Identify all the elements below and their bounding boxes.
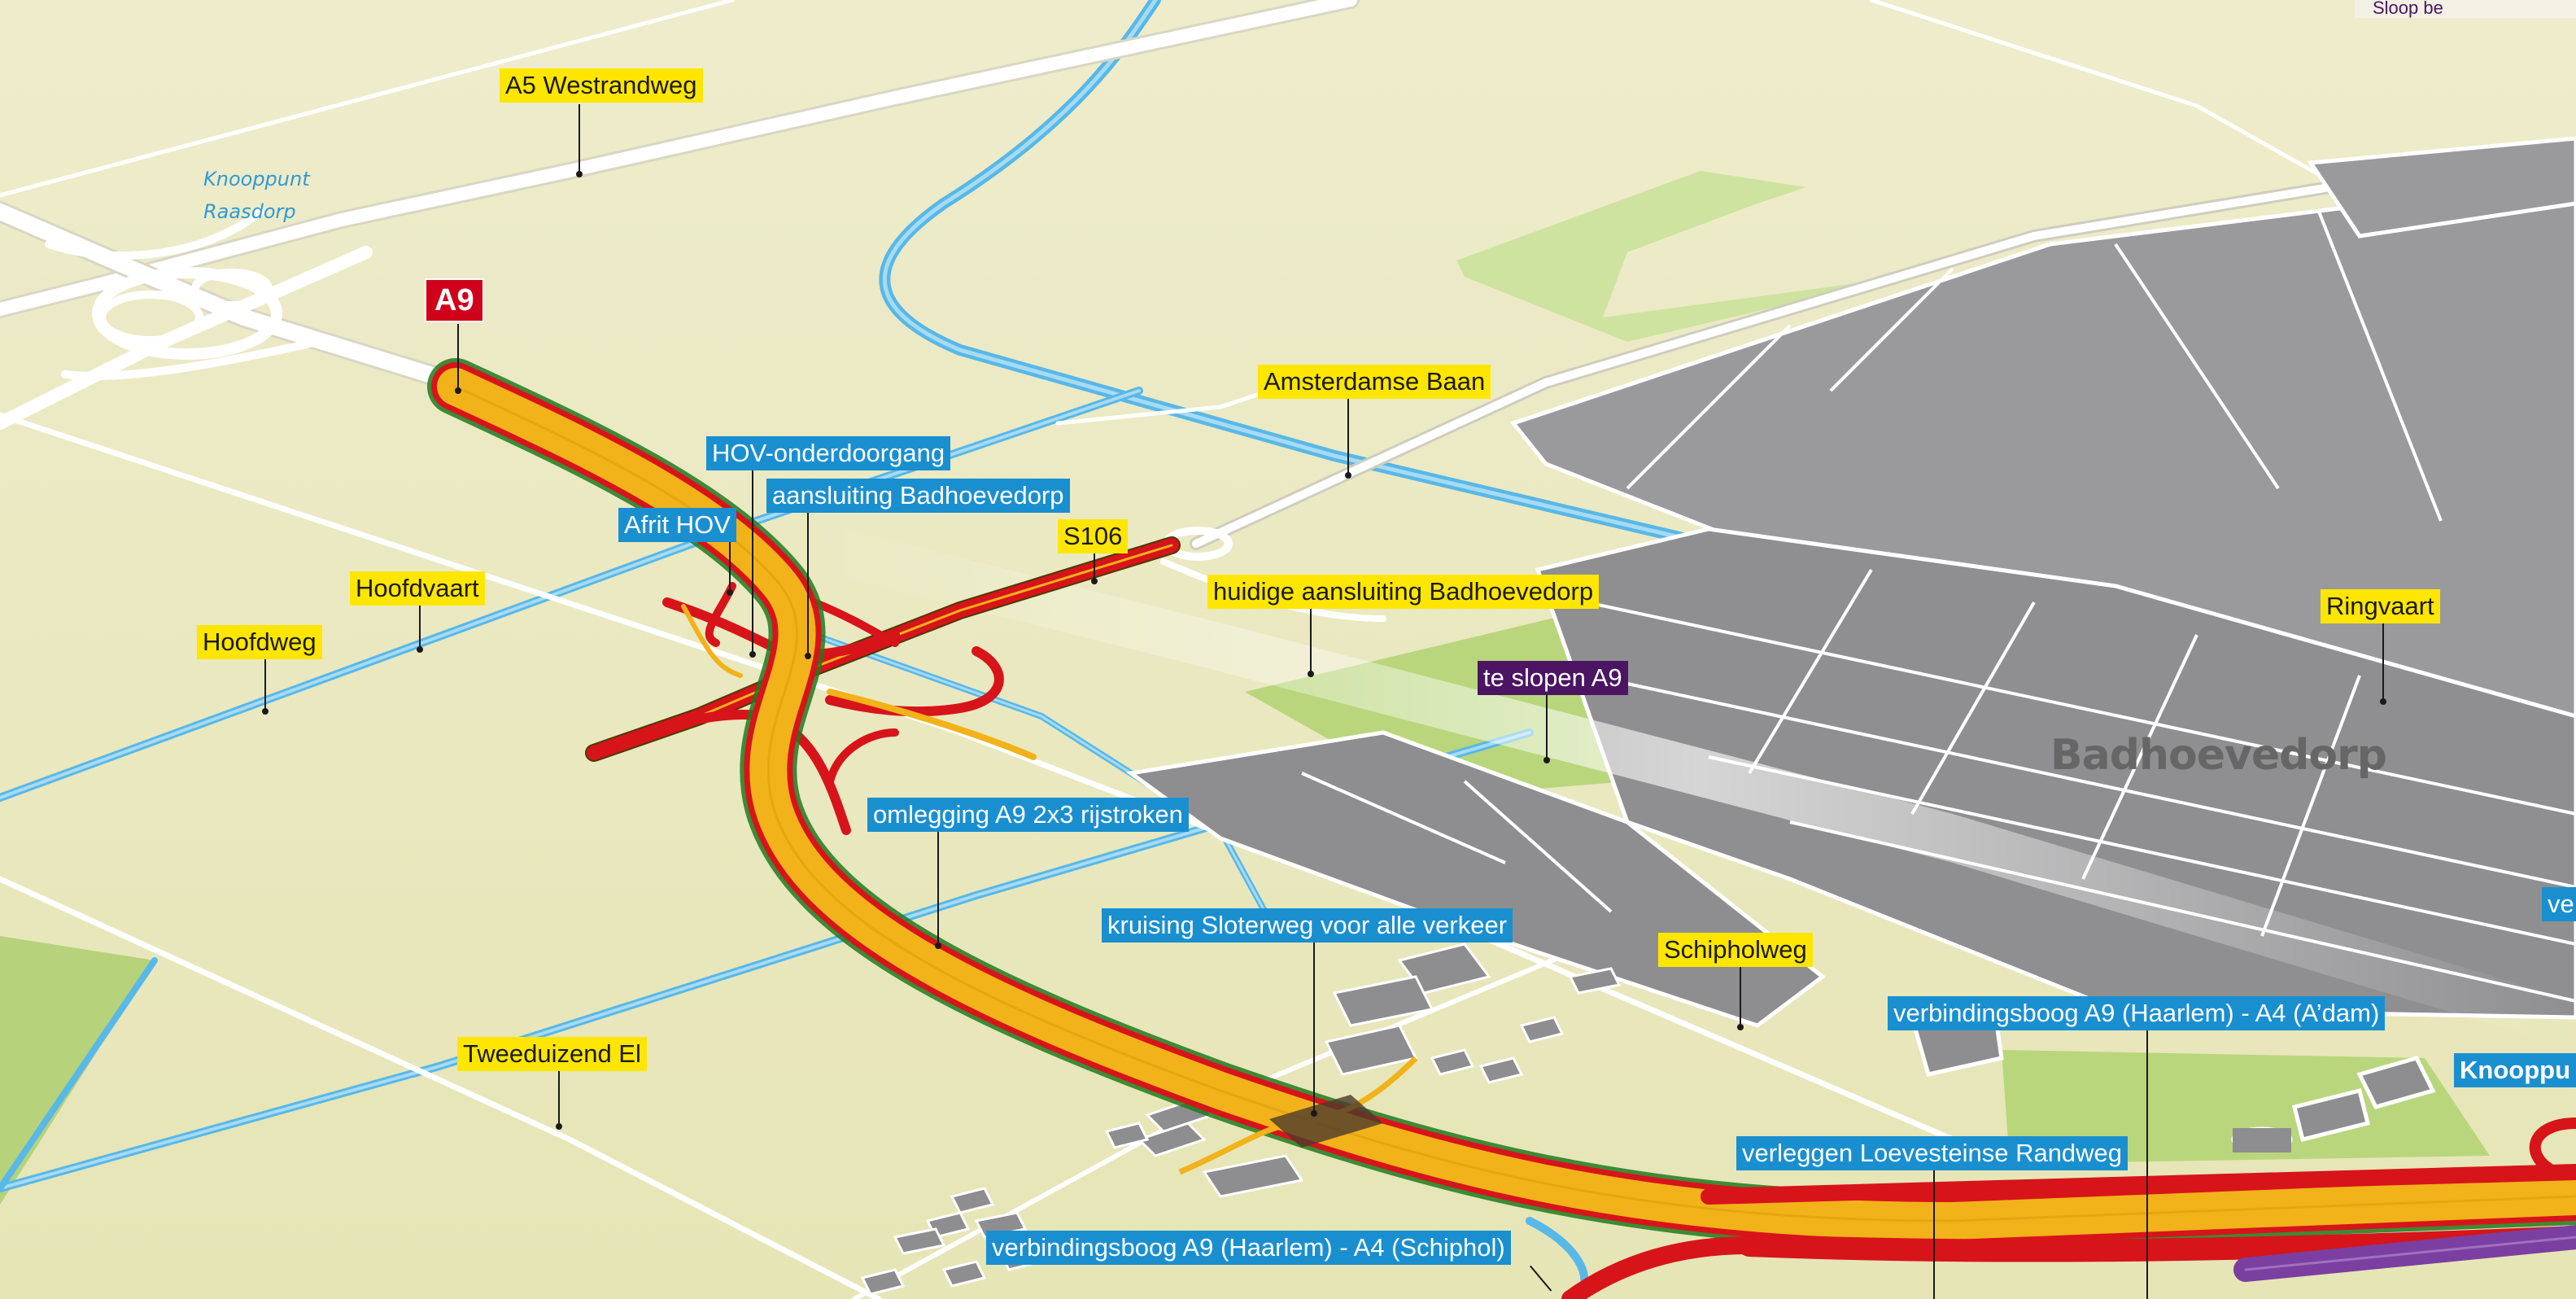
label-tweeduizend-el: Tweeduizend El [457, 1037, 647, 1071]
label-schipholweg: Schipholweg [1658, 933, 1813, 967]
label-hov-onderdoorgang: HOV-onderdoorgang [706, 436, 951, 470]
dot-schipholweg [1737, 1024, 1744, 1030]
dot-hoofdvaart [417, 646, 423, 653]
dot-te-slopen-a9 [1543, 757, 1550, 763]
dot-a9 [455, 387, 461, 394]
label-ve-partial: ve [2542, 887, 2576, 921]
label-te-slopen-a9: te slopen A9 [1478, 661, 1628, 695]
leader-hoofdweg [264, 659, 266, 710]
leader-verleggen-loevesteinse [1933, 1170, 1935, 1299]
leader-hoofdvaart [419, 606, 421, 648]
storage-tank-body [2233, 1128, 2291, 1152]
place-badhoevedorp: Badhoevedorp [2050, 731, 2387, 780]
green-field-top [1456, 171, 1904, 342]
dot-a5-westrandweg [576, 171, 583, 177]
old-a9-corridor-glow [814, 521, 2576, 1050]
label-a5-westrandweg: A5 Westrandweg [500, 68, 703, 103]
label-verbindingsboog-schiphol: verbindingsboog A9 (Haarlem) - A4 (Schip… [986, 1231, 1511, 1265]
dot-amsterdamse-baan [1345, 472, 1351, 479]
label-huidige-aansluiting: huidige aansluiting Badhoevedorp [1207, 575, 1600, 609]
leader-verbindingsboog-adam [2146, 1030, 2148, 1299]
dot-kruising-sloterweg [1311, 1110, 1317, 1117]
corner-partial-label: Sloop be [2355, 0, 2576, 18]
leader-hov-onderdoorgang [752, 470, 753, 654]
knooppunt-ramp-right [2529, 1117, 2576, 1178]
a5-westrandweg-road [0, 0, 1360, 430]
dot-afrit-hov [727, 589, 733, 596]
dot-hov-onderdoorgang [749, 651, 756, 658]
leader-amsterdamse-baan [1347, 399, 1349, 475]
small-buildings [860, 943, 1622, 1296]
label-ringvaart: Ringvaart [2321, 589, 2440, 623]
label-hoofdweg: Hoofdweg [197, 625, 322, 659]
dot-aansluiting-badhoevedorp [805, 653, 811, 659]
leader-kruising-sloterweg [1313, 943, 1315, 1113]
label-aansluiting-badhoevedorp: aansluiting Badhoevedorp [766, 479, 1070, 513]
sloterweg-crossing [1178, 1056, 1418, 1175]
leader-ringvaart [2382, 623, 2384, 702]
label-a9-shield: A9 [425, 278, 484, 322]
built-area-badhoevedorp [1125, 136, 2576, 1143]
dot-ringvaart [2380, 698, 2386, 705]
dot-huidige-aansluiting [1308, 671, 1314, 677]
label-s106: S106 [1058, 519, 1129, 553]
label-knooppunt-partial: Knooppu [2454, 1053, 2576, 1087]
knooppunt-raasdorp-line1: Knooppunt [203, 168, 310, 190]
leader-tweeduizend-el [558, 1071, 560, 1126]
label-amsterdamse-baan: Amsterdamse Baan [1258, 365, 1491, 399]
knooppunt-raasdorp-label: Knooppunt Raasdorp [203, 163, 310, 228]
leader-a5-westrandweg [579, 104, 580, 173]
label-omlegging: omlegging A9 2x3 rijstroken [867, 798, 1189, 832]
dot-tweeduizend-el [556, 1123, 562, 1130]
dot-s106 [1091, 578, 1098, 584]
leader-s106 [1094, 553, 1095, 581]
label-hoofdvaart: Hoofdvaart [350, 571, 485, 606]
leader-omlegging [937, 832, 939, 946]
knooppunt-raasdorp-line2: Raasdorp [203, 200, 296, 223]
label-afrit-hov: Afrit HOV [618, 508, 736, 542]
leader-te-slopen-a9 [1546, 695, 1548, 760]
leader-huidige-aansluiting [1310, 609, 1312, 674]
leader-a9 [457, 324, 459, 389]
label-verbindingsboog-adam: verbindingsboog A9 (Haarlem) - A4 (A’dam… [1888, 996, 2386, 1030]
dot-omlegging [935, 943, 941, 949]
leader-aansluiting-badhoevedorp [807, 513, 809, 656]
label-kruising-sloterweg: kruising Sloterweg voor alle verkeer [1102, 908, 1513, 943]
dot-hoofdweg [262, 708, 269, 715]
leader-schipholweg [1740, 967, 1741, 1027]
leader-afrit-hov [729, 542, 731, 593]
label-verleggen-loevesteinse: verleggen Loevesteinse Randweg [1736, 1136, 2128, 1170]
